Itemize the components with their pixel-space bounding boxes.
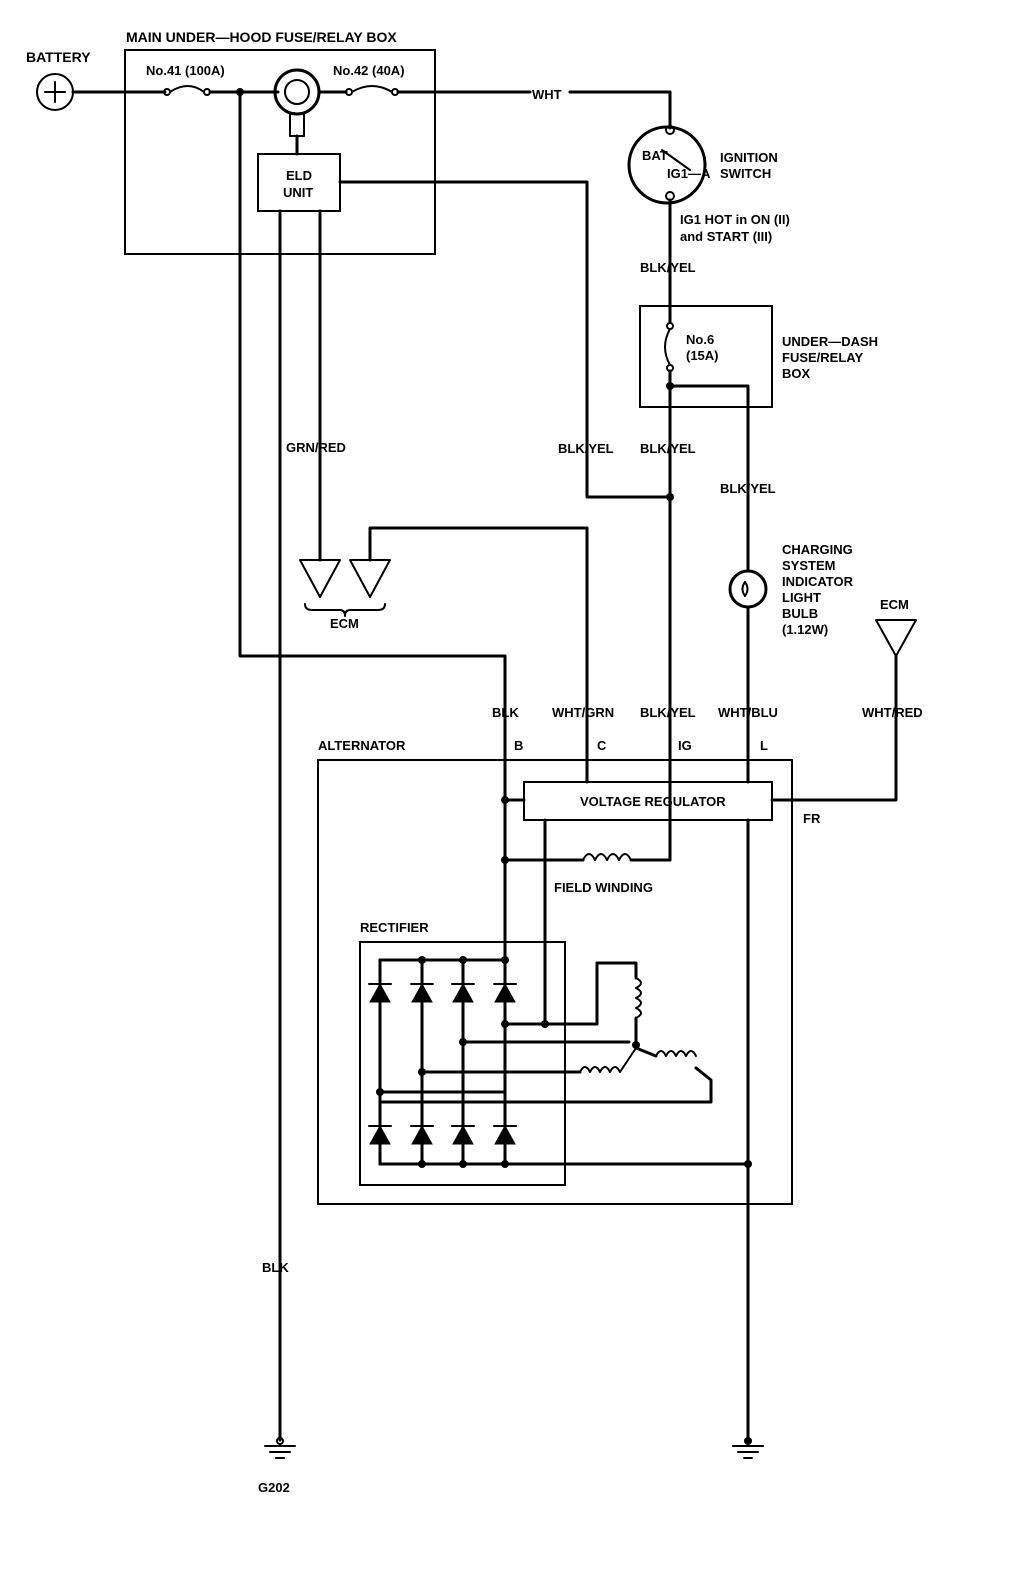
blk-yel-bulb-label: BLK/YEL [720, 481, 776, 496]
under-dash-label-1: UNDER—DASH [782, 334, 878, 349]
wht-wire-label: WHT [532, 87, 562, 102]
main-box-label: MAIN UNDER—HOOD FUSE/RELAY BOX [126, 29, 397, 45]
diode-icon [452, 1124, 474, 1145]
ignition-bat-label: BAT [642, 148, 668, 163]
terminal-l-label: L [760, 738, 768, 753]
rectifier-label: RECTIFIER [360, 920, 429, 935]
eld-unit: ELD UNIT [257, 153, 341, 212]
eld-to-ig-wire [338, 180, 672, 499]
wht-blu-label: WHT/BLU [718, 705, 778, 720]
ignition-switch: BAT IG1—A IGNITION SWITCH IG1 HOT in ON … [627, 125, 790, 244]
charging-indicator-bulb: CHARGING SYSTEM INDICATOR LIGHT BULB (1.… [728, 542, 854, 637]
blk-yel-ign-label: BLK/YEL [640, 260, 696, 275]
wht-grn-label: WHT/GRN [552, 705, 614, 720]
terminal-c-label: C [597, 738, 607, 753]
fuse-42-label: No.42 (40A) [333, 63, 405, 78]
wht-wire-to-ignition [568, 90, 672, 130]
eld-label-2: UNIT [283, 185, 313, 200]
under-dash-label-3: BOX [782, 366, 811, 381]
ground-g202-symbol [264, 1437, 296, 1459]
ecm-right-connector: ECM [875, 597, 917, 657]
bulb-label-4: LIGHT [782, 590, 821, 605]
diode-icon [369, 982, 391, 1003]
ignition-ig1-label: IG1—A [667, 166, 711, 181]
grn-red-label: GRN/RED [286, 440, 346, 455]
diode-icon [494, 982, 516, 1003]
alternator: ALTERNATOR B C IG L FR [317, 738, 821, 1205]
ground-label: G202 [258, 1480, 290, 1495]
ignition-label-1: IGNITION [720, 150, 778, 165]
blk-battery-wire [238, 90, 507, 762]
blk-yel-mid-label: BLK/YEL [640, 441, 696, 456]
ignition-label-2: SWITCH [720, 166, 771, 181]
wht-grn-wire [368, 526, 589, 784]
diode-icon [494, 1124, 516, 1145]
ring-terminal [273, 68, 321, 156]
bulb-label-3: INDICATOR [782, 574, 854, 589]
diode-icon [411, 1124, 433, 1145]
bulb-label-6: (1.12W) [782, 622, 828, 637]
bulb-label-5: BULB [782, 606, 818, 621]
under-dash-label-2: FUSE/RELAY [782, 350, 863, 365]
terminal-fr-label: FR [803, 811, 821, 826]
field-winding-label: FIELD WINDING [554, 880, 653, 895]
alternator-ground-symbol [732, 1437, 764, 1459]
alternator-label: ALTERNATOR [318, 738, 406, 753]
eld-label-1: ELD [286, 168, 312, 183]
fuse-41-label: No.41 (100A) [146, 63, 225, 78]
ig1-hot-label-1: IG1 HOT in ON (II) [680, 212, 790, 227]
blk-yel-bulb-wire [668, 384, 750, 572]
bulb-label-1: CHARGING [782, 542, 853, 557]
under-dash-fuse-relay-box: No.6 (15A) UNDER—DASH FUSE/RELAY BOX [639, 305, 878, 408]
battery: BATTERY [26, 49, 91, 111]
field-winding: FIELD WINDING [503, 853, 672, 895]
diode-icon [369, 1124, 391, 1145]
wht-red-wire [770, 654, 898, 802]
blk-yel-alt-label: BLK/YEL [640, 705, 696, 720]
battery-label: BATTERY [26, 49, 91, 65]
ecm-left-connector: ECM [299, 559, 391, 631]
wht-red-label: WHT/RED [862, 705, 923, 720]
stator-windings [378, 961, 713, 1104]
voltage-regulator: VOLTAGE REGULATOR [523, 781, 773, 821]
fuse-6-label-2: (15A) [686, 348, 719, 363]
terminal-ig-label: IG [678, 738, 692, 753]
ig1-hot-label-2: and START (III) [680, 229, 772, 244]
ecm-right-label: ECM [880, 597, 909, 612]
fuse-42-symbol [345, 85, 399, 96]
diode-icon [411, 982, 433, 1003]
blk-yel-left-label: BLK/YEL [558, 441, 614, 456]
terminal-b-label: B [514, 738, 523, 753]
blk-ground-label: BLK [262, 1260, 289, 1275]
fuse-6-label-1: No.6 [686, 332, 714, 347]
bulb-label-2: SYSTEM [782, 558, 835, 573]
diode-icon [452, 982, 474, 1003]
voltage-regulator-label: VOLTAGE REGULATOR [580, 794, 726, 809]
ecm-left-label: ECM [330, 616, 359, 631]
blk-label: BLK [492, 705, 519, 720]
rectifier: RECTIFIER [359, 920, 750, 1186]
fuse-41-symbol [163, 85, 211, 96]
